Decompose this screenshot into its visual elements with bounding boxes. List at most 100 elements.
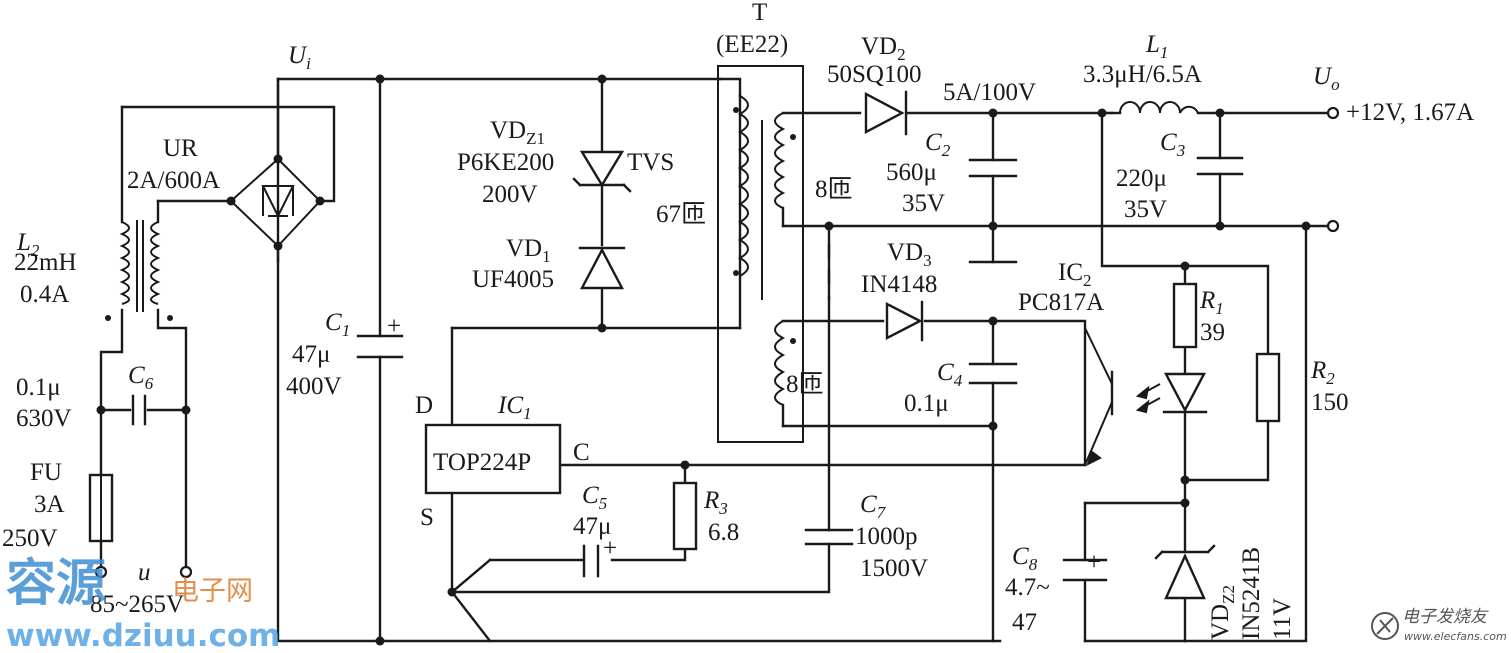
label-r1-value: 39 [1200,319,1225,346]
watermark-site-suffix: 电子网 [172,576,253,607]
diode-vd1 [578,246,626,333]
label-r3: R3 [703,487,728,518]
label-c7-value: 1000p [855,523,918,550]
inductor-l1 [1097,101,1225,118]
label-transformer-core: (EE22) [716,31,788,58]
label-c7-voltage: 1500V [860,555,928,582]
diode-vd2 [864,90,998,136]
label-r2-value: 150 [1311,389,1349,416]
label-vd2-part: 50SQ100 [827,61,921,88]
label-c1: C1 [325,309,350,340]
capacitor-c2 [968,158,1018,264]
watermarks: 容源 电子网 www.dziuu.com 电子发烧友 www.elecfans.… [6,554,1507,653]
label-c4-value: 0.1μ [904,390,949,417]
label-ic2: IC2 [1058,259,1092,290]
input-terminals [94,565,193,579]
label-c6-voltage: 630V [16,405,72,432]
label-transformer: T [752,0,767,26]
zener-diode-vdz2 [1154,544,1216,600]
capacitor-c6 [96,394,191,426]
output-terminals [824,106,1340,233]
label-l2-value: 22mH [14,249,77,276]
capacitor-c3 [1196,156,1244,231]
capacitor-c8 [1062,558,1108,582]
label-vdz2: VDZ2 [1207,585,1238,640]
label-c6: C6 [128,362,154,393]
label-r1: R1 [1199,287,1224,318]
label-c8-value2: 47 [1012,609,1037,636]
label-output: +12V, 1.67A [1346,99,1474,126]
label-c6-value: 0.1μ [16,374,61,401]
label-c4: C4 [937,359,963,390]
diode-vd3 [885,300,998,342]
label-c8-value: 4.7~ [1005,574,1050,601]
label-c2-voltage: 35V [902,190,945,217]
resistor-r2 [1180,352,1281,508]
label-r2: R2 [1310,357,1335,388]
label-c8: C8 [1012,543,1038,574]
label-c3: C3 [1160,129,1185,160]
label-l2: L2 [16,229,40,260]
watermark-logo-text: 电子发烧友 [1402,607,1489,627]
label-vdz1-part: P6KE200 [457,149,554,176]
optocoupler-transistor [1084,327,1114,466]
label-vd1-part: UF4005 [472,266,554,293]
label-u-in: u [138,559,151,586]
label-aux-turns: 8匝 [786,371,824,398]
fuse-fu [88,473,114,543]
label-c5: C5 [582,482,607,513]
label-c5-plus: + [603,535,617,562]
capacitor-c1 [356,74,404,646]
label-vd2: VD2 [861,33,906,64]
capacitor-c5 [582,544,600,578]
label-vdz1-voltage: 200V [482,181,538,208]
labels: T (EE22) VD2 50SQ100 5A/100V L1 3.3μH/6.… [2,0,1474,640]
watermark-site-name: 容源 [6,554,106,612]
label-r3-value: 6.8 [708,519,739,546]
elecfans-logo-icon [1371,612,1399,640]
label-ic1: IC1 [497,392,532,423]
label-ic1-part: TOP224P [433,449,531,476]
label-vdz1: VDZ1 [490,117,545,148]
label-fu-voltage: 250V [2,525,58,552]
label-c1-value: 47μ [292,341,330,368]
resistor-r3 [672,460,698,551]
watermark-logo-url: www.elecfans.com [1404,630,1507,643]
label-vdz1-type: TVS [627,149,674,176]
label-fu-current: 3A [34,491,65,518]
wires [99,77,1330,643]
resistor-r1 [1172,261,1198,349]
watermark-site-url: www.dziuu.com [6,618,280,653]
label-c-pin: C [573,439,590,466]
label-l1-value: 3.3μH/6.5A [1083,61,1202,88]
label-ic2-part: PC817A [1018,289,1104,316]
transformer-t [717,65,804,443]
bridge-rectifier-ur [226,154,325,251]
label-uo: Uo [1313,63,1340,94]
label-c2-value: 560μ [886,159,937,186]
label-c3-voltage: 35V [1124,196,1167,223]
ic1-top224p [424,423,562,495]
label-ur: UR [163,135,198,162]
ground-star-node [447,587,457,597]
tvs-diode-vdz1 [572,74,632,193]
label-c5-value: 47μ [573,513,611,540]
optocoupler-led [1135,372,1208,414]
label-fu: FU [30,459,62,486]
label-vdz2-group: VDZ2 IN5241B 11V [1207,547,1296,640]
label-c3-value: 220μ [1116,165,1167,192]
label-s-pin: S [420,504,434,531]
label-primary-turns: 67匝 [656,201,706,228]
label-ur-rating: 2A/600A [127,167,220,194]
common-mode-choke-l2 [105,220,173,321]
label-d-pin: D [415,392,433,419]
label-ui: Ui [288,42,311,73]
label-l1: L1 [1145,31,1168,62]
label-vd3: VD3 [887,239,932,270]
label-l2-current: 0.4A [20,281,69,308]
label-secondary-turns: 8匝 [815,176,853,203]
label-c1-voltage: 400V [286,373,342,400]
label-vd2-rating: 5A/100V [943,79,1036,106]
label-input-range: 85~265V [90,591,184,618]
